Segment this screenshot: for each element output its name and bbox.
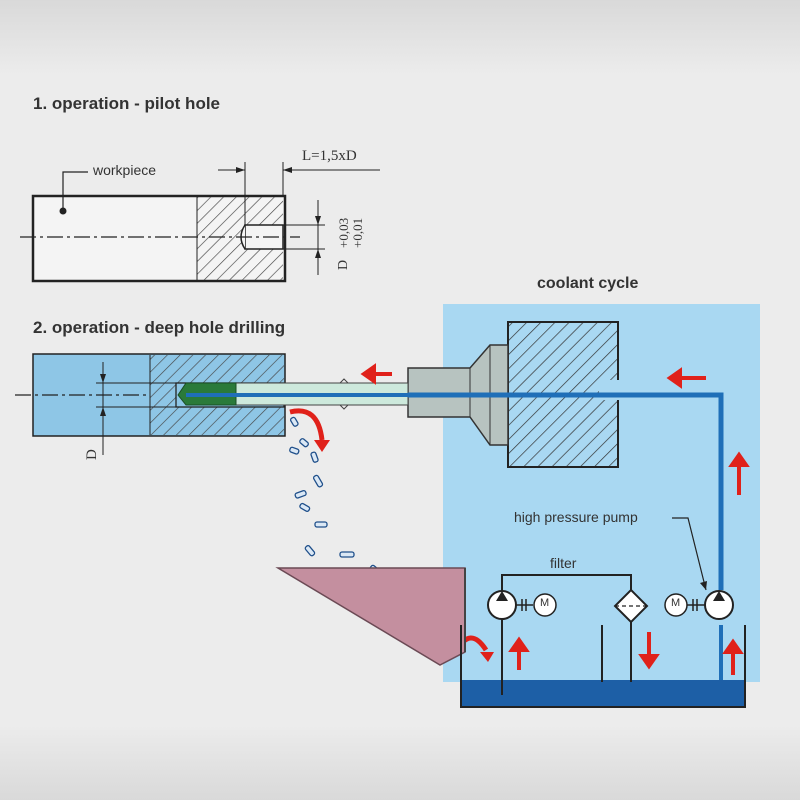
motor-icon bbox=[533, 593, 557, 617]
high-pressure-pump-icon bbox=[664, 517, 734, 620]
motor-symbol-right: M bbox=[671, 597, 681, 609]
arrow-left-1-icon bbox=[360, 363, 392, 385]
gun-drill bbox=[177, 378, 409, 410]
op1-diameter-label: D bbox=[336, 259, 351, 270]
metal-chips bbox=[289, 416, 382, 576]
op2-title: 2. operation - deep hole drilling bbox=[33, 318, 286, 337]
feed-pump-icon bbox=[487, 590, 557, 620]
coolant-tank bbox=[460, 625, 746, 708]
coolant-pipe bbox=[408, 392, 724, 590]
coolant-title: coolant cycle bbox=[537, 275, 639, 292]
op2-diameter-label: D bbox=[84, 449, 100, 460]
arrow-left-2-icon bbox=[666, 367, 706, 389]
arrow-down-icon bbox=[638, 632, 660, 670]
filter-circuit bbox=[501, 574, 632, 695]
workpiece-label: workpiece bbox=[93, 162, 157, 178]
filter-label: filter bbox=[550, 555, 577, 571]
length-label: L=1,5xD bbox=[302, 148, 357, 164]
op1-workpiece bbox=[20, 162, 380, 283]
tolerance-lower: +0,01 bbox=[350, 217, 365, 248]
pump-label: high pressure pump bbox=[514, 509, 638, 525]
arrow-up-2-icon bbox=[722, 638, 744, 675]
filter-icon bbox=[613, 588, 649, 624]
arrow-up-1-icon bbox=[728, 451, 750, 495]
motor-symbol-left: M bbox=[540, 597, 550, 609]
arrow-up-3-icon bbox=[508, 636, 530, 670]
chip-chute bbox=[275, 567, 466, 666]
op1-title: 1. operation - pilot hole bbox=[33, 94, 220, 113]
